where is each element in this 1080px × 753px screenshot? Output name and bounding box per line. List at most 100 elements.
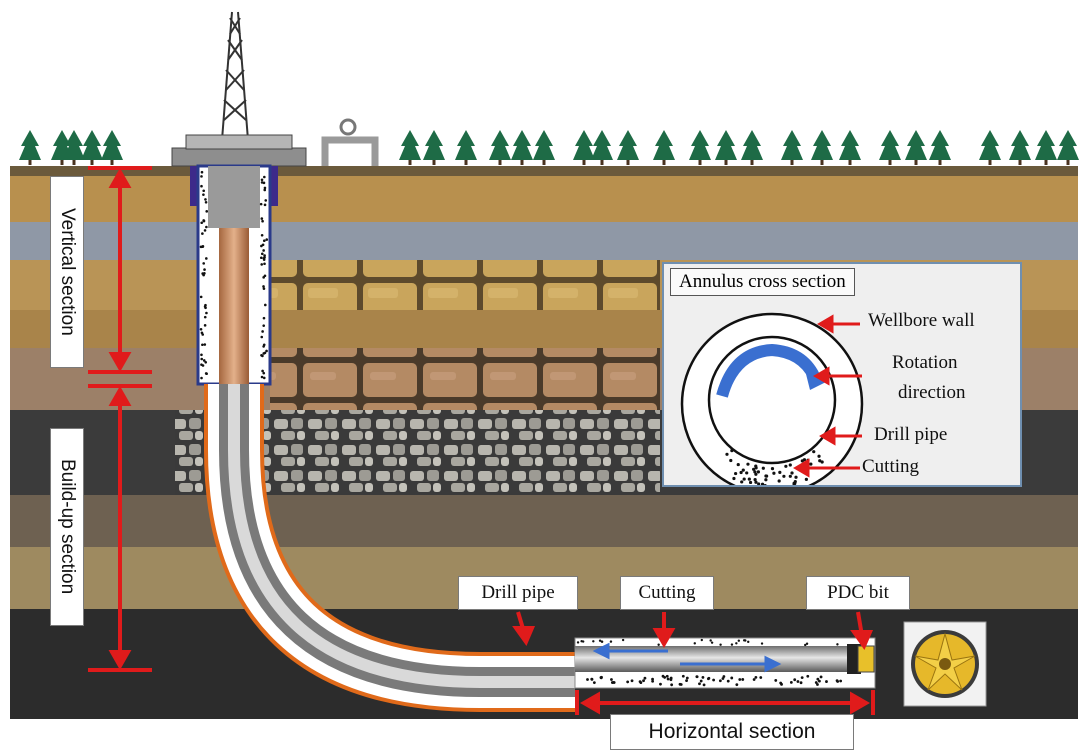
cutting-particle <box>754 464 758 468</box>
cutting-particle <box>793 678 797 682</box>
cutting-particle <box>203 315 207 319</box>
cutting-particle <box>747 640 750 644</box>
cutting-particle <box>201 364 205 367</box>
cutting-particle <box>261 219 264 223</box>
cutting-particle <box>693 642 696 645</box>
cutting-particle <box>260 233 264 237</box>
cutting-particle <box>825 680 828 683</box>
cutting-particle <box>763 483 767 485</box>
cutting-particle <box>263 203 267 207</box>
cutting-particle <box>261 330 264 333</box>
cutting-particle <box>706 677 710 681</box>
cutting-particle <box>199 295 203 299</box>
cutting-particle <box>820 460 824 464</box>
pdc-bit-label: PDC bit <box>806 576 910 610</box>
cutting-particle <box>742 477 746 481</box>
cutting-particle <box>262 285 265 288</box>
cutting-particle <box>200 184 203 188</box>
cutting-particle <box>202 193 205 196</box>
cutting-particle <box>718 679 722 683</box>
cutting-particle <box>203 343 207 346</box>
cutting-particle <box>201 272 204 275</box>
cutting-particle <box>600 675 603 679</box>
drilling-rig <box>221 11 249 141</box>
cutting-particle <box>612 680 616 684</box>
cutting-particle <box>204 372 208 375</box>
cutting-particle <box>809 462 813 466</box>
drill-pipe-text: Drill pipe <box>874 424 948 445</box>
cutting-particle <box>260 178 264 182</box>
cutting-particle <box>200 353 203 357</box>
cutting-particle <box>753 477 757 482</box>
cutting-particle <box>202 359 206 362</box>
cutting-particle <box>659 682 662 686</box>
cutting-particle <box>263 186 267 190</box>
cutting-particle <box>260 263 264 266</box>
cutting-particle <box>796 680 800 683</box>
tree-icon <box>715 130 737 165</box>
cutting-particle <box>735 683 739 687</box>
cutting-label: Cutting <box>620 576 714 610</box>
cutting-particles <box>725 449 824 485</box>
cutting-particle <box>592 681 596 685</box>
cutting-particle <box>201 245 204 249</box>
tree-icon <box>423 130 445 165</box>
tree-icon <box>399 130 421 165</box>
cutting-particle <box>200 170 204 174</box>
cutting-particle <box>262 316 266 320</box>
cutting-particle <box>745 471 749 475</box>
cutting-particle <box>260 353 263 357</box>
casing <box>190 164 278 386</box>
cutting-particle <box>259 256 263 260</box>
cutting-particle <box>685 679 688 682</box>
cutting-particle <box>770 467 775 471</box>
cutting-particle <box>203 324 207 327</box>
cutting-particle <box>780 682 783 686</box>
cutting-particle <box>814 681 818 684</box>
cutting-particle <box>806 674 810 678</box>
cutting-particle <box>760 482 765 485</box>
cutting-particle <box>205 311 208 315</box>
cutting-particle <box>722 675 726 678</box>
inset-title: Annulus cross section <box>670 268 855 296</box>
cutting-particle <box>812 450 816 454</box>
cutting-particle <box>774 679 778 682</box>
cuttings-dots <box>199 170 843 687</box>
cutting-particle <box>836 680 840 683</box>
tree-icon <box>617 130 639 165</box>
cutting-particle <box>782 474 786 478</box>
cutting-particle <box>199 328 203 331</box>
tree-icon <box>689 130 711 165</box>
cutting-particle <box>736 462 740 467</box>
cutting-particle <box>754 472 758 476</box>
cutting-particle <box>205 225 208 229</box>
cutting-particle <box>730 643 734 646</box>
cutting-particle <box>788 474 792 478</box>
cutting-particle <box>794 475 798 479</box>
cutting-particle <box>734 471 738 476</box>
cutting-particle <box>760 642 764 645</box>
cutting-particle <box>203 229 207 232</box>
tree-icon <box>929 130 951 165</box>
cutting-particle <box>839 679 843 683</box>
vertical-section-label: Vertical section <box>50 176 84 368</box>
tree-icon <box>533 130 555 165</box>
tree-icon <box>1035 130 1057 165</box>
cutting-particle <box>202 262 206 265</box>
cutting-particle <box>681 674 685 678</box>
cutting-particle <box>710 641 714 644</box>
cutting-particle <box>202 219 206 223</box>
cutting-particle <box>719 643 722 646</box>
cutting-particle <box>201 343 204 347</box>
rotation-text: Rotation <box>892 352 958 373</box>
cutting-particle <box>805 642 809 645</box>
annulus-diagram <box>680 312 864 485</box>
cutting-particle <box>260 244 263 248</box>
cutting-particle <box>757 482 761 485</box>
cutting-particle <box>651 679 655 683</box>
cutting-particle <box>203 268 206 271</box>
tree-icon <box>1057 130 1079 165</box>
cutting-particle <box>816 683 819 686</box>
cutting-particle <box>260 252 264 256</box>
cutting-particle <box>204 198 207 201</box>
